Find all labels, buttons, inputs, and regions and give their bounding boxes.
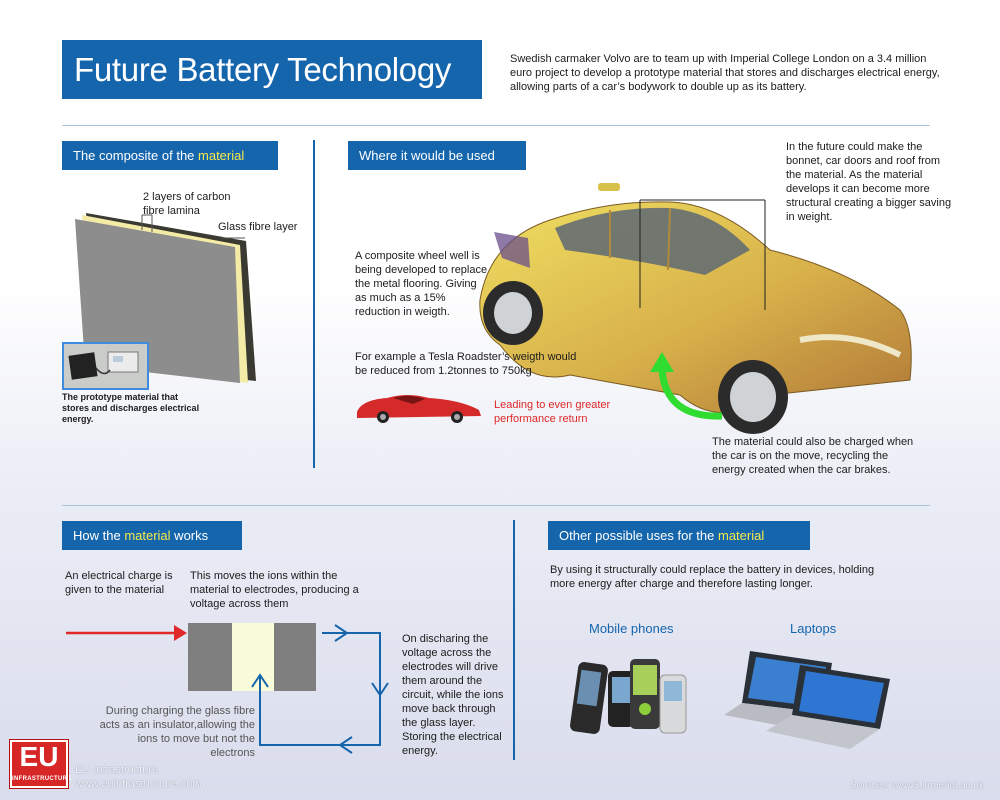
other-uses-text: By using it structurally could replace t… <box>550 564 875 590</box>
divider-middle <box>62 505 930 506</box>
section-title-highlight: material <box>717 528 765 543</box>
laptops-label: Laptops <box>790 621 837 636</box>
mobile-phones-label: Mobile phones <box>589 621 674 636</box>
footer-org-url[interactable]: www.euinfrastructure.com <box>75 778 202 790</box>
divider-vertical-bottom <box>513 520 515 760</box>
charging-note: The material could also be charged when … <box>712 436 914 476</box>
page-title: Future Battery Technology <box>62 40 482 99</box>
wheel-well-note: A composite wheel well is being develope… <box>355 250 488 318</box>
divider-vertical-top <box>313 140 315 468</box>
composite-panel-illustration <box>75 213 256 383</box>
car-illustration <box>479 183 912 434</box>
mobile-phones-icon <box>570 659 687 734</box>
label-carbon-layers: 2 layers of carbon fibre lamina <box>143 191 231 217</box>
section-title-text: Other possible uses for the <box>559 528 718 543</box>
section-title-text: The composite of the <box>73 148 199 163</box>
logo-small-text: INFRASTRUCTURE <box>12 776 72 782</box>
insulator-text: During charging the glass fibre acts as … <box>99 705 255 759</box>
prototype-caption: The prototype material that stores and d… <box>62 392 200 424</box>
step-ions-text: This moves the ions within the material … <box>190 570 359 610</box>
section-title-text: How the <box>73 528 125 543</box>
discharge-text: On discharing the voltage across the ele… <box>402 633 504 757</box>
step-charge-text: An electrical charge is given to the mat… <box>65 570 173 596</box>
footer-sources: Sources: www3.imperial.ac.uk <box>850 780 984 791</box>
prototype-photo <box>62 342 149 390</box>
intro-text: Swedish carmaker Volvo are to team up wi… <box>510 53 940 93</box>
section-title-other: Other possible uses for the material <box>548 521 810 550</box>
performance-note: Leading to even greater performance retu… <box>494 399 611 425</box>
footer-org: EU Infrastructure www.euinfrastructure.c… <box>75 763 202 791</box>
footer-org-name: EU Infrastructure <box>75 764 159 776</box>
tesla-note: For example a Tesla Roadster’s weigth wo… <box>355 351 577 377</box>
section-title-composite: The composite of the material <box>62 141 278 170</box>
bonnet-note: In the future could make the bonnet, car… <box>786 141 952 223</box>
eu-infrastructure-logo: EU INFRASTRUCTURE <box>9 739 72 789</box>
divider-top <box>62 125 930 126</box>
tesla-roadster-icon <box>357 395 481 423</box>
battery-layer-diagram <box>66 623 389 754</box>
section-title-highlight: material <box>124 528 171 543</box>
section-title-text-post: works <box>170 528 209 543</box>
section-title-highlight: material <box>198 148 245 163</box>
prototype-device-icon <box>64 344 147 388</box>
section-title-where: Where it would be used <box>348 141 526 170</box>
label-glass-layer: Glass fibre layer <box>218 221 298 233</box>
laptops-icon <box>724 651 890 749</box>
section-title-how: How the material works <box>62 521 242 550</box>
logo-big-text: EU <box>19 741 59 772</box>
